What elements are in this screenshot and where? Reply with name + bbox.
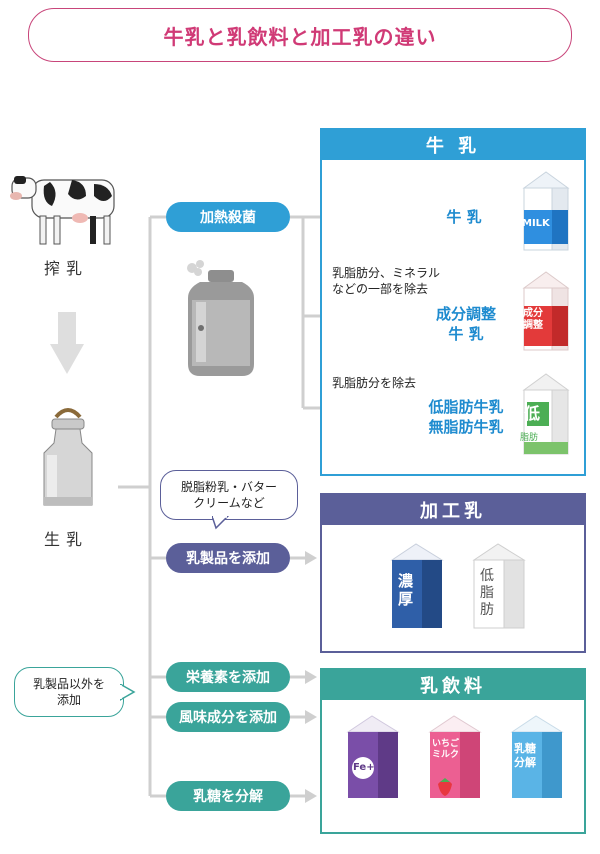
bubble-line: 添加 [56,693,81,707]
carton-fe-label: Fe+ [353,762,375,773]
note-adjusted: 乳脂肪分、ミネラル などの一部を除去 [332,265,440,297]
bubble-line: 乳製品以外を [32,677,105,691]
diagram-title: 牛乳と乳飲料と加工乳の違い [28,8,572,62]
carton-line: 低 [480,568,494,584]
carton-line: 厚 [398,590,414,608]
strawberry-milk-carton-icon [428,715,482,798]
step-lactose: 乳糖を分解 [166,781,290,811]
cow-icon [10,176,115,245]
non-dairy-bubble: 乳製品以外を 添加 [14,667,124,717]
carton-milk-label: MILK [522,218,550,229]
note-line: 乳脂肪分、ミネラル [332,266,441,280]
result-line: 無脂肪牛乳 [428,418,504,436]
note-fat-removed: 乳脂肪分を除去 [332,376,417,390]
bubble-tail-icon [120,684,136,701]
carton-lowfat-label: 低 [524,404,541,423]
carton-line: 肪 [480,602,494,618]
bubble-line: 脱脂粉乳・バター [180,480,277,494]
section-gyunyu-header: 牛 乳 [322,130,584,160]
carton-lowfat-sub: 脂肪 [520,433,539,443]
dairy-examples-bubble: 脱脂粉乳・バター クリームなど [160,470,298,520]
carton-lactose-label: 乳糖 分解 [514,742,536,770]
iron-drink-carton-icon [346,715,400,798]
result-gyunyu: 牛 乳 [446,208,482,226]
result-line: 低脂肪牛乳 [428,398,504,416]
result-line: 牛 乳 [448,325,484,343]
sterilizer-tank-icon [187,260,254,376]
carton-line: 成分 [523,308,543,319]
lactose-free-carton-icon [510,715,564,798]
result-line: 成分調整 [435,305,496,323]
result-lowfat-milk: 低脂肪牛乳 無脂肪牛乳 [418,397,514,437]
step-add-dairy: 乳製品を添加 [166,543,290,573]
carton-adjusted-label: 成分 調整 [523,308,543,332]
milk-carton-icon [522,171,570,251]
carton-line: ミルク [432,750,460,760]
section-kakonyu-header: 加工乳 [322,495,584,525]
rich-milk-carton-icon [390,543,444,628]
carton-line: 調整 [523,320,543,331]
note-line: などの一部を除去 [332,282,429,296]
carton-line: いちご [432,739,460,749]
step-add-nutrients: 栄養素を添加 [166,662,290,692]
carton-line: 脂 [480,585,494,601]
step-heat-sterilize: 加熱殺菌 [166,202,290,232]
stage-milking-label: 搾乳 [44,259,89,278]
carton-lowfat2-label: 低 脂 肪 [480,568,494,619]
lowfat-milk-carton-icon [522,373,570,455]
adjusted-milk-carton-icon [522,271,570,351]
section-kakonyu: 加工乳 [320,493,586,653]
milk-can-icon [43,408,93,506]
carton-line: 乳糖 [514,742,536,755]
carton-line: 分解 [514,756,536,769]
carton-line: 濃 [398,572,414,590]
carton-rich-label: 濃 厚 [398,572,413,608]
result-adjusted-milk: 成分調整 牛 乳 [426,304,506,344]
section-nyuinryo-header: 乳飲料 [322,670,584,700]
carton-strawberry-label: いちご ミルク [432,739,459,761]
bubble-line: クリームなど [193,496,265,510]
lowfat-processed-carton-icon [472,543,526,629]
down-arrow-icon [50,312,84,374]
bubble-tail-icon [212,516,230,530]
stage-raw-milk-label: 生乳 [44,530,89,549]
step-add-flavor: 風味成分を添加 [166,702,290,732]
